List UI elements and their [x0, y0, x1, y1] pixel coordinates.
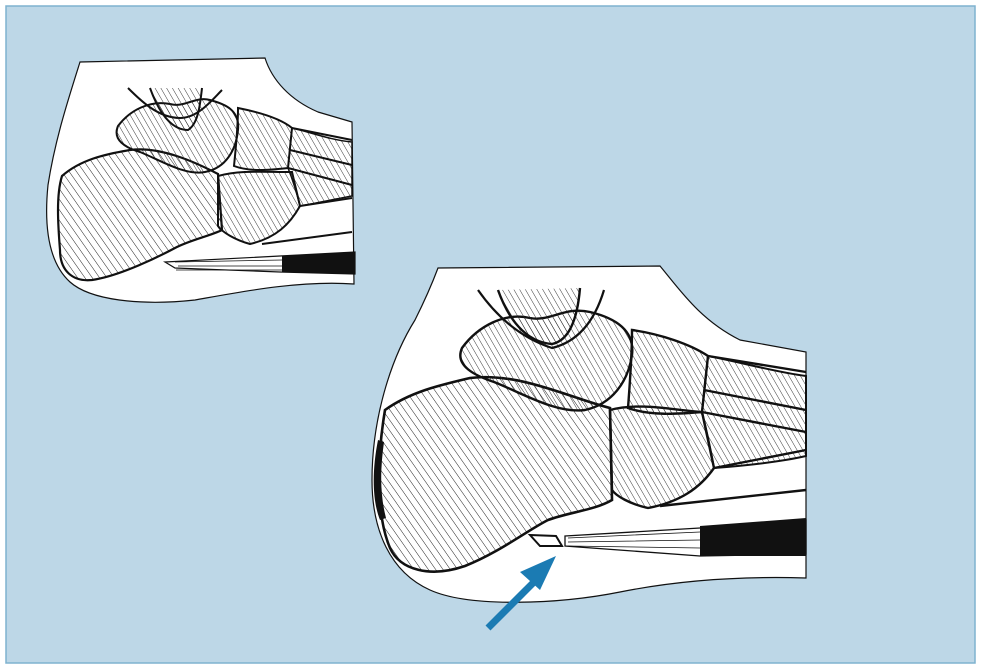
cuneiform-bone	[702, 356, 806, 468]
